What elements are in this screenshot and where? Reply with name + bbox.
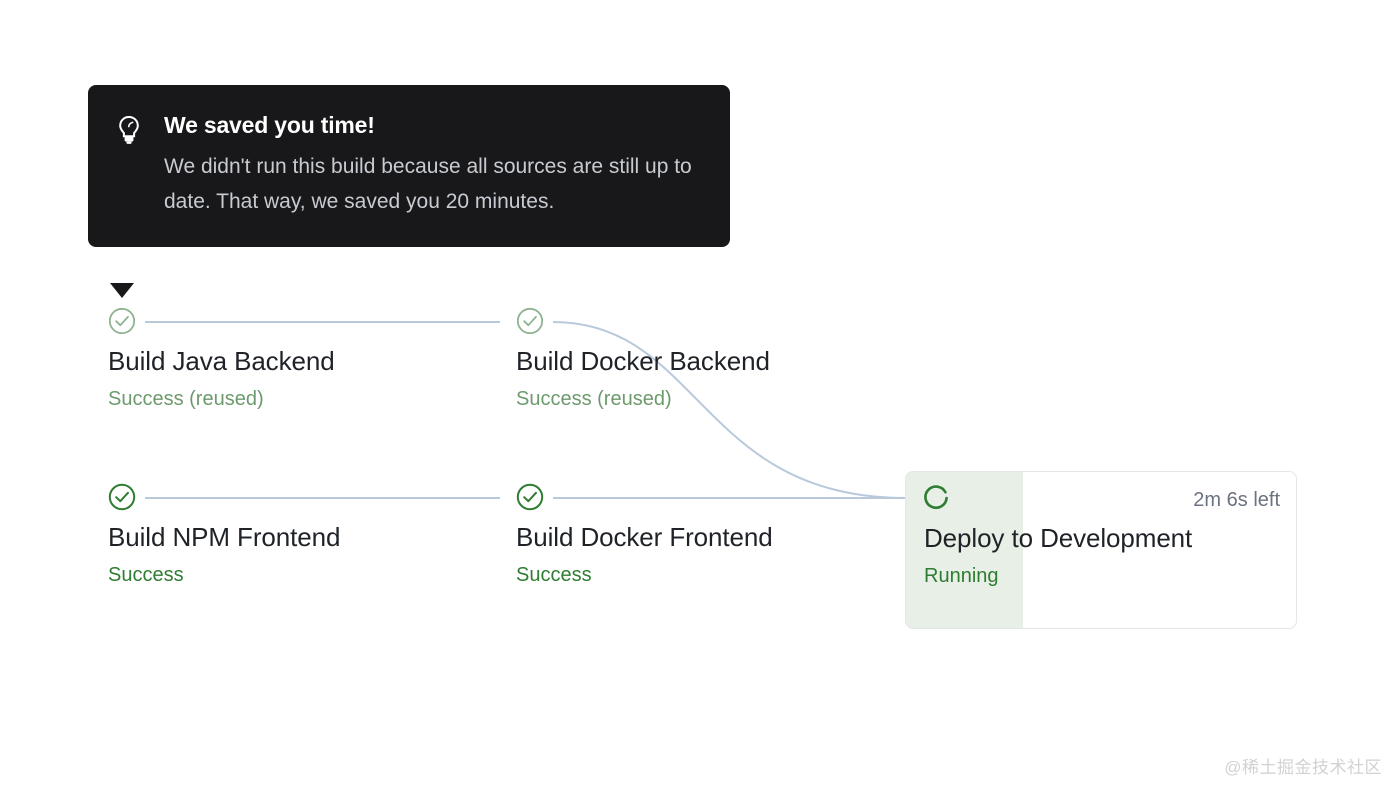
check-circle-icon — [516, 483, 544, 511]
check-circle-icon — [108, 307, 136, 335]
tooltip-text: We didn't run this build because all sou… — [164, 155, 692, 213]
node-status: Success — [516, 564, 592, 586]
pipeline-node-build-docker-backend[interactable]: Build Docker Backend Success (reused) — [516, 307, 770, 411]
saved-time-tooltip: We saved you time! We didn't run this bu… — [88, 85, 730, 247]
node-status: Success (reused) — [516, 388, 672, 410]
check-circle-icon — [516, 307, 544, 335]
node-title: Deploy to Development — [924, 523, 1193, 553]
pipeline-node-deploy-to-development[interactable]: 2m 6s left Deploy to Development Running — [905, 471, 1297, 629]
eta-label: 2m 6s left — [1193, 489, 1280, 511]
check-circle-icon — [108, 483, 136, 511]
node-title: Build Docker Backend — [516, 346, 770, 376]
pipeline-node-build-docker-frontend[interactable]: Build Docker Frontend Success — [516, 483, 773, 587]
node-title: Build NPM Frontend — [108, 522, 341, 552]
tooltip-title: We saved you time! — [164, 112, 375, 138]
node-status: Running — [924, 565, 999, 587]
node-status: Success (reused) — [108, 388, 264, 410]
pipeline-node-build-npm-frontend[interactable]: Build NPM Frontend Success — [108, 483, 340, 587]
tooltip-body: We saved you time! We didn't run this bu… — [164, 111, 702, 219]
spinner-icon — [924, 485, 948, 510]
node-title: Build Docker Frontend — [516, 522, 773, 552]
node-title: Build Java Backend — [108, 346, 335, 376]
lightbulb-icon — [116, 111, 142, 219]
watermark: @稀土掘金技术社区 — [1224, 758, 1382, 777]
tooltip-tail — [110, 283, 134, 298]
node-status: Success — [108, 564, 184, 586]
pipeline-node-build-java-backend[interactable]: Build Java Backend Success (reused) — [108, 307, 335, 411]
